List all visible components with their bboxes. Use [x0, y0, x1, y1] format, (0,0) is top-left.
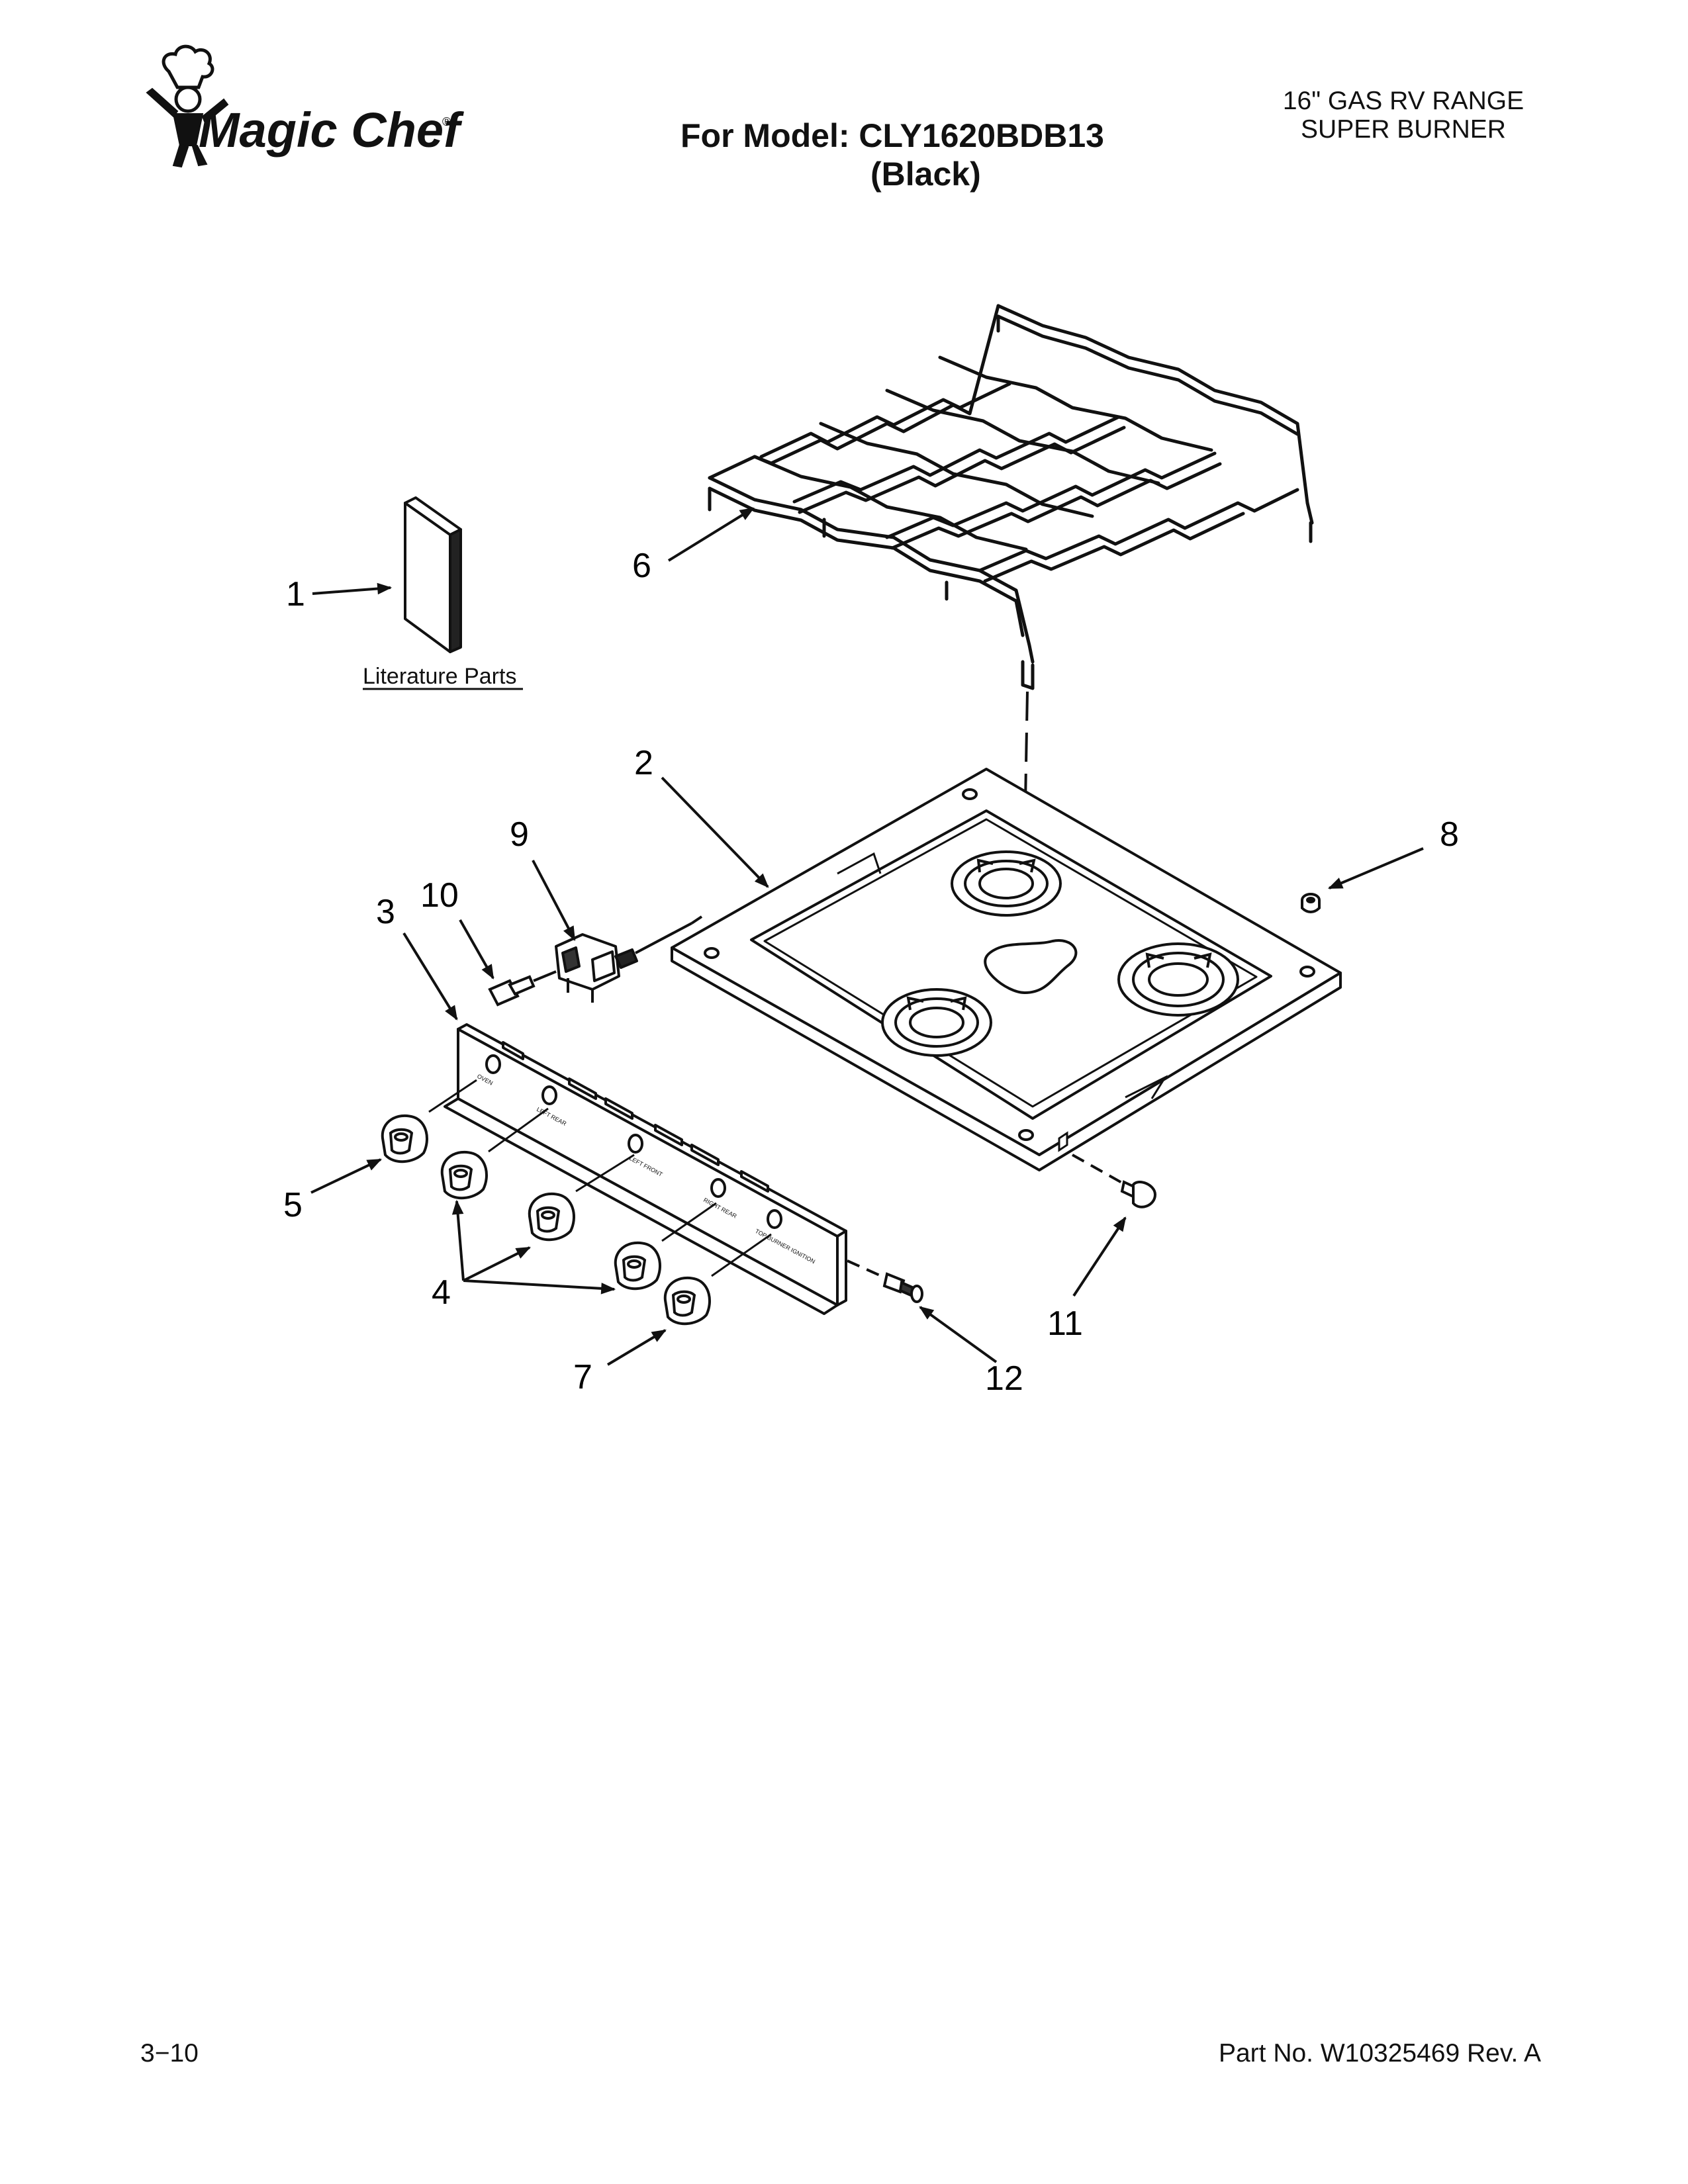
burner-left-front: [881, 988, 992, 1057]
callout-1: 1: [286, 575, 305, 614]
knob-ignition: [663, 1276, 711, 1326]
burner-grate: [708, 304, 1314, 690]
chef-logo-icon: [146, 44, 229, 168]
leader-line-3: [402, 932, 458, 1021]
callout-12: 12: [985, 1359, 1023, 1398]
leader-line-6: [667, 507, 755, 562]
callout-5: 5: [283, 1186, 303, 1224]
gas-valve: [555, 915, 703, 1003]
igniter-switch-housing: [1058, 1131, 1068, 1152]
registered-mark: ®: [442, 115, 451, 128]
product-subtitle: SUPER BURNER: [1301, 115, 1506, 144]
page-number: 3−10: [140, 2039, 199, 2068]
leader-line-2: [661, 776, 769, 888]
knob-burner-1: [440, 1150, 488, 1200]
leader-line-7: [606, 1329, 667, 1366]
knob-oven: [381, 1114, 428, 1163]
part-number: Part No. W10325469 Rev. A: [1219, 2039, 1541, 2068]
leader-line-12: [919, 1306, 998, 1363]
model-color: (Black): [870, 156, 981, 193]
center-vent: [984, 939, 1078, 995]
leader-line-1: [312, 582, 393, 595]
model-number: For Model: CLY1620BDB13: [680, 117, 1104, 154]
igniter-button: [1120, 1180, 1157, 1208]
callout-10: 10: [420, 876, 459, 915]
leader-line-4c: [463, 1279, 616, 1295]
callout-6: 6: [632, 547, 651, 585]
callout-4: 4: [432, 1273, 451, 1312]
brand-name: Magic Chef: [199, 103, 464, 158]
leader-line-9: [532, 860, 576, 941]
knob-burner-3: [614, 1241, 661, 1291]
literature-parts-label: Literature Parts: [363, 664, 516, 689]
leader-line-10: [459, 919, 494, 979]
leader-line-8: [1327, 847, 1424, 889]
leader-line-4a: [451, 1199, 465, 1281]
leader-line-5: [310, 1158, 382, 1194]
callout-8: 8: [1440, 815, 1459, 854]
product-title: 16" GAS RV RANGE: [1283, 87, 1524, 115]
control-panel: [444, 1023, 847, 1315]
igniter-alignment-line: [1072, 1154, 1126, 1186]
cooktop-notch-2: [1125, 1075, 1168, 1099]
cooktop-notch: [837, 852, 882, 875]
callout-9: 9: [510, 815, 529, 854]
leader-line-4b: [463, 1246, 531, 1282]
callout-2: 2: [634, 744, 653, 782]
burner-rear: [951, 850, 1062, 917]
orifice-fitting: [488, 970, 557, 1007]
knob-shaft-line-4c: [661, 1202, 717, 1242]
leader-line-11: [1072, 1216, 1127, 1297]
knob-shaft-line-4b: [575, 1154, 635, 1193]
knob-shaft-line-7: [711, 1233, 772, 1277]
brand-logo: Magic Chef ®: [146, 44, 464, 168]
knob-burner-2: [528, 1192, 575, 1242]
screw-alignment-line: [847, 1259, 888, 1280]
knob-shaft-line-5: [428, 1079, 477, 1113]
callout-11: 11: [1047, 1304, 1083, 1343]
knob-shaft-line-4a: [488, 1107, 549, 1153]
panel-screw: [882, 1272, 923, 1303]
literature-booklet: [404, 496, 462, 653]
callout-7: 7: [573, 1358, 592, 1396]
burner-right: [1117, 942, 1239, 1017]
callout-3: 3: [376, 893, 395, 931]
grommet: [1301, 893, 1321, 913]
